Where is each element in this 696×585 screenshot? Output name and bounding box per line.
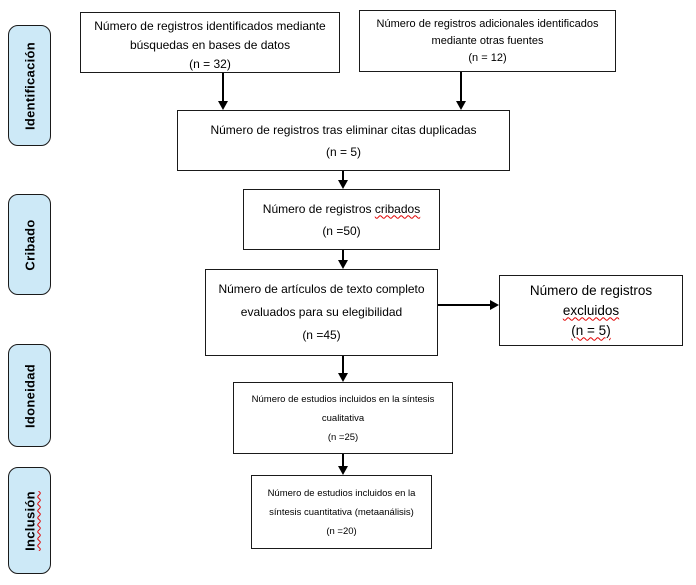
arrow-fulltext-to-qualitative-stem bbox=[342, 356, 344, 374]
arrow-fulltext-to-qualitative-head bbox=[338, 373, 348, 382]
box-quantitative-synthesis-count: (n =20) bbox=[326, 525, 357, 537]
stage-identificacion-label: Identificación bbox=[22, 41, 37, 130]
arrow-screened-to-fulltext-stem bbox=[342, 250, 344, 261]
box-records-other-sources-line1: Número de registros adicionales identifi… bbox=[376, 17, 599, 30]
arrow-db-to-dedup-head bbox=[218, 101, 228, 110]
box-records-databases: Número de registros identificados median… bbox=[80, 12, 340, 73]
arrow-fulltext-to-excluded-head bbox=[490, 300, 499, 310]
box-qualitative-synthesis-count: (n =25) bbox=[327, 431, 359, 443]
box-quantitative-synthesis-line1: Número de estudios incluidos en la bbox=[267, 487, 416, 499]
box-records-databases-count: (n = 32) bbox=[189, 57, 231, 71]
arrow-qualitative-to-quantitative-head bbox=[338, 466, 348, 475]
box-records-databases-line1: Número de registros identificados median… bbox=[94, 19, 326, 33]
box-qualitative-synthesis: Número de estudios incluidos en la sínte… bbox=[233, 382, 453, 454]
box-duplicates-removed-line1: Número de registros tras eliminar citas … bbox=[210, 122, 477, 137]
stage-inclusion: Inclusión bbox=[8, 467, 51, 574]
box-records-excluded-count: (n = 5) bbox=[500, 321, 682, 341]
box-fulltext-assessed-line1: Número de artículos de texto completo bbox=[218, 282, 425, 296]
box-fulltext-assessed: Número de artículos de texto completo ev… bbox=[205, 269, 438, 356]
stage-identificacion: Identificación bbox=[8, 25, 51, 146]
box-records-excluded-word: excluidos bbox=[562, 302, 620, 318]
box-records-screened-line1: Número de registros cribados bbox=[244, 198, 439, 220]
box-records-excluded: Número de registros excluidos (n = 5) bbox=[499, 275, 683, 346]
stage-idoneidad: Idoneidad bbox=[8, 344, 51, 447]
stage-idoneidad-label: Idoneidad bbox=[22, 363, 37, 428]
box-records-screened: Número de registros cribados (n =50) bbox=[243, 189, 440, 250]
box-qualitative-synthesis-line1: Número de estudios incluidos en la sínte… bbox=[251, 393, 435, 405]
box-records-screened-count: (n =50) bbox=[322, 223, 361, 238]
box-records-other-sources-count: (n = 12) bbox=[468, 51, 507, 64]
box-records-screened-text: Número de registros bbox=[262, 201, 375, 216]
arrow-db-to-dedup-stem bbox=[222, 73, 224, 102]
box-records-screened-word: cribados bbox=[374, 201, 421, 216]
box-fulltext-assessed-count: (n =45) bbox=[302, 328, 341, 342]
arrow-dedup-to-screened-head bbox=[338, 180, 348, 189]
arrow-fulltext-to-excluded-stem bbox=[438, 304, 491, 306]
arrow-dedup-to-screened-stem bbox=[342, 171, 344, 181]
box-quantitative-synthesis-line2: síntesis cuantitativa (metaanálisis) bbox=[269, 506, 414, 518]
box-quantitative-synthesis: Número de estudios incluidos en la sínte… bbox=[251, 475, 432, 549]
stage-inclusion-label: Inclusión bbox=[22, 490, 37, 551]
stage-cribado-label: Cribado bbox=[22, 218, 37, 271]
box-records-databases-line2: búsquedas en bases de datos bbox=[129, 38, 291, 52]
box-records-other-sources: Número de registros adicionales identifi… bbox=[359, 10, 616, 72]
box-records-other-sources-line2: mediante otras fuentes bbox=[431, 34, 544, 47]
arrow-other-to-dedup-stem bbox=[460, 72, 462, 102]
box-duplicates-removed: Número de registros tras eliminar citas … bbox=[177, 110, 510, 171]
box-duplicates-removed-count: (n = 5) bbox=[325, 144, 361, 159]
box-fulltext-assessed-line2: evaluados para su elegibilidad bbox=[240, 305, 403, 319]
box-qualitative-synthesis-line2: cualitativa bbox=[321, 412, 365, 424]
arrow-other-to-dedup-head bbox=[456, 101, 466, 110]
stage-cribado: Cribado bbox=[8, 194, 51, 295]
arrow-screened-to-fulltext-head bbox=[338, 260, 348, 269]
box-records-excluded-line1: Número de registros bbox=[529, 282, 653, 298]
box-records-excluded-line2: excluidos bbox=[500, 301, 682, 321]
box-records-excluded-count-text: (n = 5) bbox=[571, 322, 611, 338]
arrow-qualitative-to-quantitative-stem bbox=[342, 454, 344, 467]
